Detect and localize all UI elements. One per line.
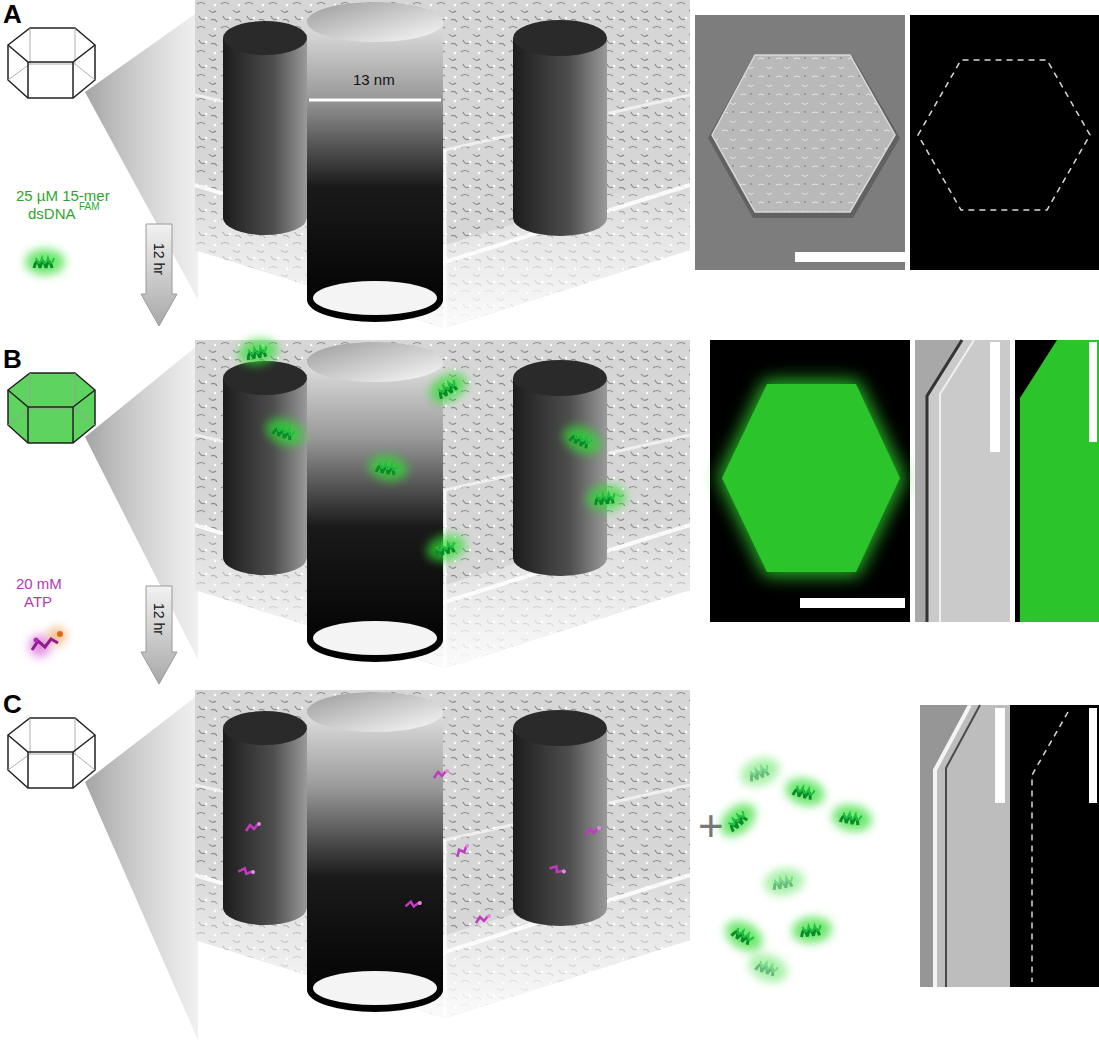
micrograph-brightfield-part	[927, 340, 1010, 622]
callout-wedge	[85, 12, 198, 300]
released-dna	[714, 753, 874, 987]
crystal-cutaway	[195, 340, 690, 668]
micrograph-fluorescence-part	[800, 598, 905, 608]
micrograph-fluorescence-part	[710, 340, 910, 622]
arrow-outline	[141, 224, 177, 326]
micrograph-brightfield-part	[935, 705, 1010, 987]
micrograph-brightfield-part	[927, 340, 962, 622]
dna-in-pores	[236, 336, 627, 566]
micrograph-fluorescence-part	[1089, 342, 1097, 442]
arrow-shape	[141, 586, 177, 684]
callout-wedge	[85, 345, 198, 660]
atp-icon-part	[29, 635, 51, 657]
micrograph-brightfield	[695, 15, 905, 270]
dna-in-pores-part	[262, 413, 308, 451]
micrograph-brightfield-part	[695, 15, 905, 270]
dna-in-pores-part	[424, 367, 472, 410]
micrograph-fluorescence-part	[1020, 340, 1099, 622]
crystal-prism	[8, 28, 95, 98]
dimension-label: 13 nm	[353, 72, 395, 89]
atp-in-pores-part	[586, 826, 601, 835]
released-dna-part	[737, 753, 783, 791]
micrograph-fluorescence-part	[1010, 705, 1099, 987]
micrograph-fluorescence-part	[1089, 708, 1097, 803]
time-arrow: 12 hr	[141, 586, 177, 684]
micrograph-brightfield	[915, 340, 1010, 622]
micrograph-fluorescence	[710, 340, 910, 622]
atp-in-pores-part	[246, 822, 261, 831]
micrograph-fluorescence-part	[910, 15, 1099, 270]
crystal-prism-green	[8, 373, 95, 443]
micrograph-fluorescence	[1010, 705, 1099, 987]
duration-label: 12 hr	[152, 603, 166, 635]
micrograph-brightfield-part	[712, 55, 895, 212]
callout-wedge	[85, 695, 198, 1040]
micrograph-brightfield	[920, 705, 1010, 987]
panel-letter: C	[3, 690, 22, 719]
released-dna-part	[830, 802, 874, 835]
arrow-outline	[141, 586, 177, 684]
reagent-label: 20 mM	[16, 576, 62, 593]
dna-in-pores-part	[558, 420, 605, 460]
micrograph-brightfield-part	[946, 705, 980, 987]
atp-icon	[29, 627, 66, 657]
arrow-shape	[141, 224, 177, 326]
atp-in-pores-part	[454, 843, 471, 857]
micrograph-fluorescence-part	[918, 60, 1090, 210]
dna-icon	[25, 249, 65, 275]
micrograph-fluorescence-part	[1032, 712, 1068, 982]
atp-in-pores-part	[405, 898, 422, 911]
panel-letter: A	[3, 0, 22, 29]
micrograph-fluorescence-part	[1015, 340, 1099, 622]
atp-in-pores	[238, 769, 601, 923]
plus-sign: +	[698, 802, 724, 850]
atp-icon-part	[57, 631, 63, 637]
dna-in-pores-part	[236, 336, 280, 369]
released-dna-part	[762, 866, 806, 899]
micrograph-brightfield-part	[915, 340, 1010, 622]
micrograph-brightfield-part	[935, 705, 970, 987]
atp-icon-part	[34, 638, 39, 643]
atp-in-pores-part	[238, 864, 255, 879]
micrograph-brightfield-part	[920, 705, 1010, 987]
micrograph-brightfield-part	[990, 342, 1000, 452]
micrograph-fluorescence-part	[722, 384, 900, 572]
time-arrow: 12 hr	[141, 224, 177, 326]
superscript-label: FAM	[79, 201, 100, 212]
micrograph-fluorescence	[910, 15, 1099, 270]
released-dna-part	[720, 915, 768, 958]
crystal-cutaway	[195, 690, 690, 1018]
released-dna-part	[745, 949, 791, 987]
micrograph-brightfield-part	[795, 252, 905, 262]
dna-in-pores-part	[585, 483, 627, 512]
dna-in-pores-part	[366, 452, 410, 485]
micrograph-brightfield-part	[995, 708, 1005, 803]
duration-label: 12 hr	[152, 243, 166, 275]
micrograph-fluorescence	[1015, 340, 1099, 622]
released-dna-part	[791, 915, 833, 944]
micrograph-fluorescence-part	[718, 380, 905, 576]
pore-width-bar	[309, 99, 441, 102]
released-dna-part	[782, 774, 827, 809]
panel-letter: B	[3, 345, 22, 374]
micrograph-brightfield-part	[940, 340, 974, 622]
dna-in-pores-part	[423, 530, 468, 565]
crystal-prism	[8, 718, 95, 788]
atp-in-pores-part	[434, 769, 449, 778]
atp-in-pores-part	[549, 862, 566, 879]
reagent-label: dsDNA	[28, 206, 76, 223]
crystal-cutaway	[195, 0, 690, 328]
atp-in-pores-part	[476, 914, 491, 923]
reagent-label: ATP	[24, 594, 52, 611]
